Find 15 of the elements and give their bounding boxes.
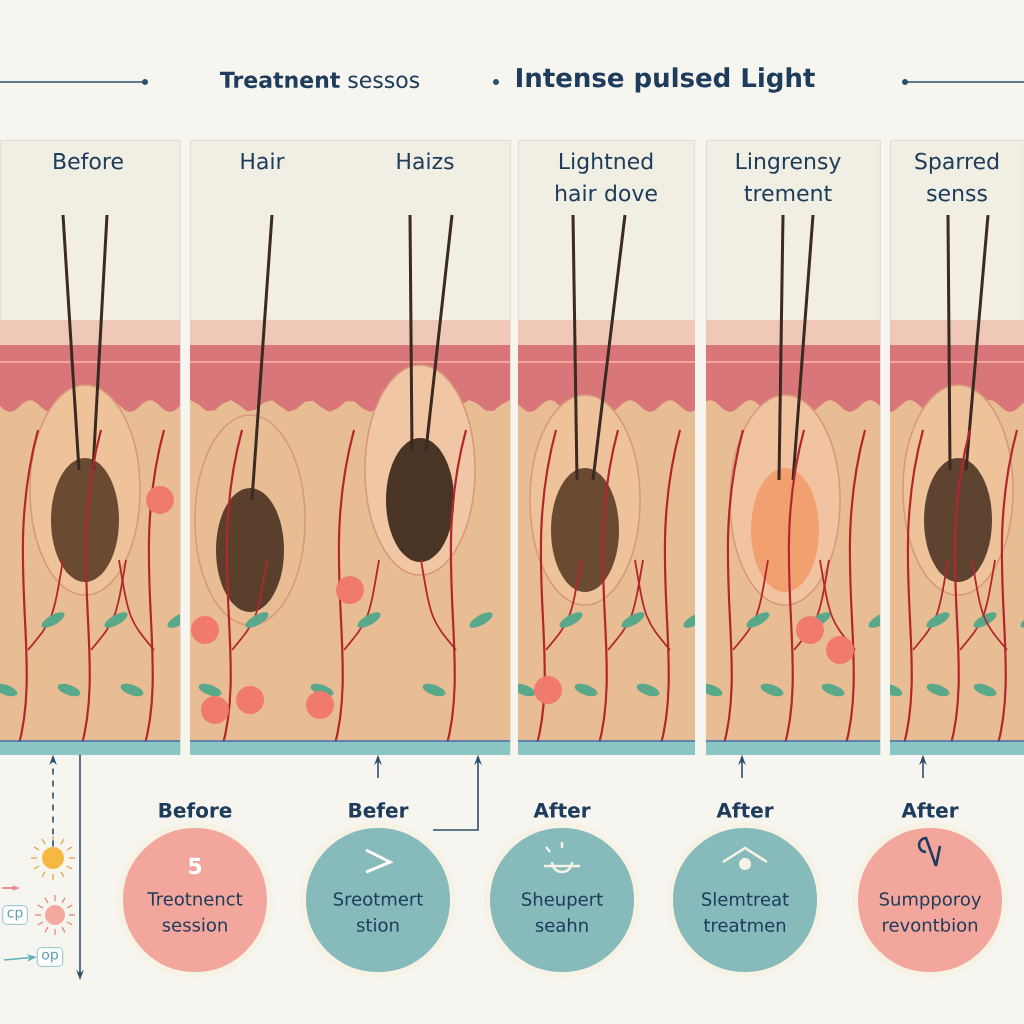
step-label: After	[533, 802, 591, 818]
heading: Treatnent sessos	[219, 71, 420, 89]
skin-panel: Lingrensy trement	[706, 140, 881, 755]
step-label: Before	[159, 802, 232, 818]
step-label: Befer	[349, 802, 409, 818]
skin-panel: Sparred senss	[890, 140, 1024, 755]
step-label: After	[901, 802, 959, 818]
step-label: After	[716, 802, 774, 818]
skin-panel: Before	[0, 140, 181, 755]
heading: Intense pulsed Light	[517, 67, 815, 93]
skin-panel: Hair Haizs	[190, 140, 511, 755]
skin-panel: Lightned hair dove	[518, 140, 695, 755]
sun-icon	[30, 835, 76, 881]
tag-box: cp	[2, 905, 28, 925]
tag-box: op	[36, 947, 64, 967]
